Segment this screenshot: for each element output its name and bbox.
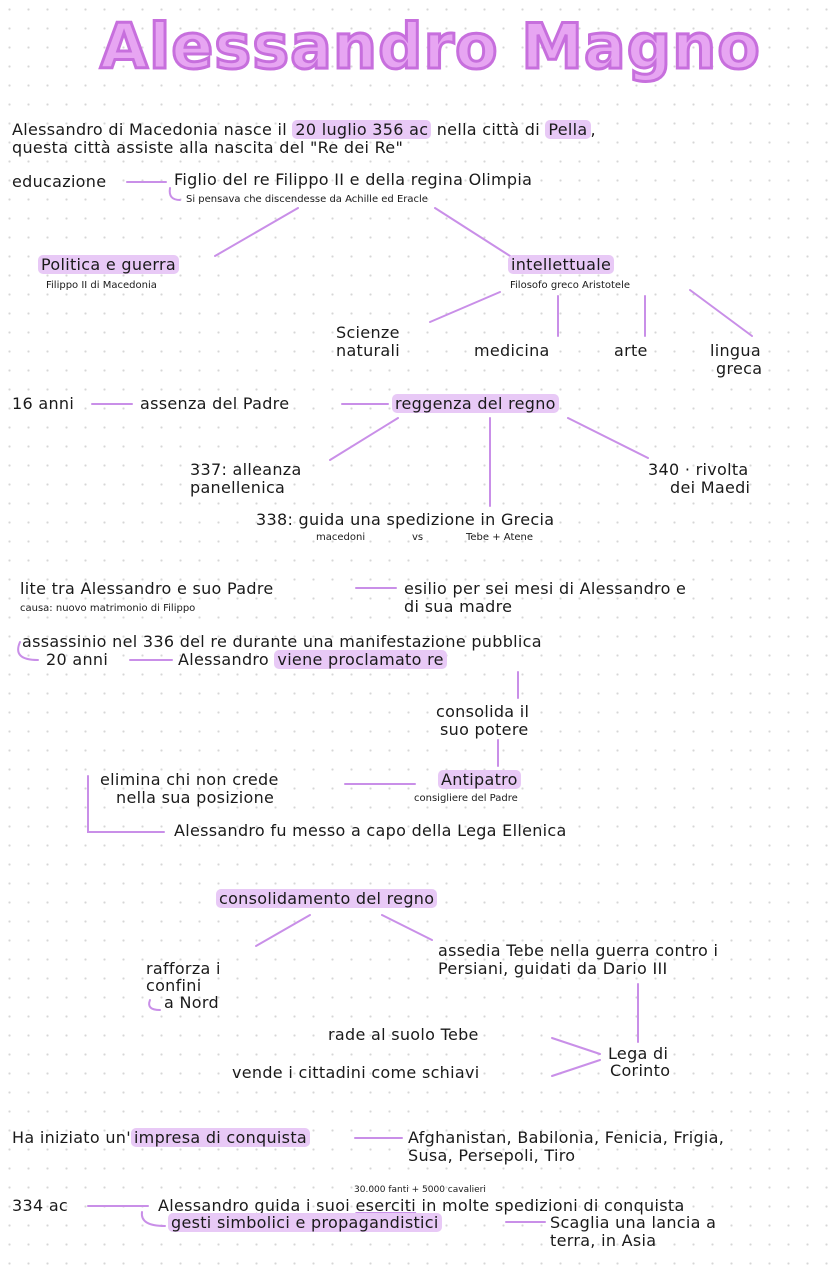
esilio-line-2: di sua madre — [404, 597, 513, 616]
assedia-2: Persiani, guidati da Dario III — [438, 959, 668, 978]
antipatro-note: consigliere del Padre — [414, 793, 518, 804]
vs-macedoni: macedoni — [316, 532, 366, 543]
branch-greca: greca — [716, 359, 763, 378]
politica-note: Filippo II di Macedonia — [46, 280, 157, 291]
intro-text: nella città di — [436, 120, 540, 139]
branch-lingua: lingua — [710, 341, 761, 360]
politica-label: Politica e guerra — [38, 255, 180, 274]
consolidamento-label: consolidamento del regno — [216, 889, 438, 908]
birth-city-highlight: Pella — [545, 120, 591, 139]
assedia-1: assedia Tebe nella guerra contro i — [438, 941, 719, 960]
year-334: 334 ac — [12, 1196, 69, 1215]
lega-corinto-2: Corinto — [610, 1061, 671, 1080]
reggenza-label: reggenza del regno — [392, 394, 559, 413]
elimina-2: nella sua posizione — [116, 788, 275, 807]
eserciti-underlined: eserciti — [355, 1196, 417, 1215]
age-16: 16 anni — [12, 394, 75, 413]
event-337-a: 337: alleanza — [190, 460, 302, 479]
lega-corinto-1: Lega di — [608, 1044, 669, 1063]
elimina-1: elimina chi non crede — [100, 770, 279, 789]
assassinio-label: assassinio nel 336 del re durante una ma… — [22, 632, 542, 651]
assenza-padre: assenza del Padre — [140, 394, 290, 413]
lancia-1: Scaglia una lancia a — [550, 1213, 717, 1232]
branch-naturali: naturali — [336, 341, 401, 360]
consolida-1: consolida il — [436, 702, 530, 721]
luoghi-1: Afghanistan, Babilonia, Fenicia, Frigia, — [408, 1128, 725, 1147]
vs-tebe-atene: Tebe + Atene — [466, 532, 534, 543]
guida-c: in molte spedizioni di conquista — [421, 1196, 685, 1215]
branch-medicina: medicina — [474, 341, 550, 360]
event-337-b: panellenica — [190, 478, 286, 497]
educazione-label: educazione — [12, 172, 107, 191]
event-340-b: dei Maedi — [670, 478, 751, 497]
guida-a: Alessandro guida i suoi — [158, 1196, 351, 1215]
figlio-text: Figlio del re Filippo II e della regina … — [174, 170, 533, 189]
discendenza-note: Si pensava che discendesse da Achille ed… — [186, 194, 428, 205]
conquista-highlight: impresa di conquista — [130, 1128, 310, 1147]
truppe-note: 30.000 fanti + 5000 cavalieri — [354, 1185, 486, 1195]
lancia-2: terra, in Asia — [550, 1231, 657, 1250]
proclamato-highlight: viene proclamato re — [274, 650, 447, 669]
comma: , — [590, 120, 596, 139]
antipatro-label: Antipatro — [438, 770, 521, 789]
intellettuale-note: Filosofo greco Aristotele — [510, 280, 631, 291]
intro-text: Alessandro di Macedonia nasce il — [12, 120, 287, 139]
age-20: 20 anni — [46, 650, 109, 669]
lega-ellenica: Alessandro fu messo a capo della Lega El… — [174, 821, 567, 840]
event-340-a: 340 · rivolta — [648, 460, 749, 479]
vende-cittadini: vende i cittadini come schiavi — [232, 1063, 480, 1082]
proclamato-a: Alessandro — [178, 650, 270, 669]
vs-label: vs — [412, 532, 424, 543]
esilio-line-1: esilio per sei mesi di Alessandro e — [404, 579, 687, 598]
rafforza-1: rafforza i — [146, 959, 221, 978]
intellettuale-label: intellettuale — [508, 255, 615, 274]
consolida-2: suo potere — [440, 720, 529, 739]
conquista-intro: Ha iniziato un' — [12, 1128, 131, 1147]
branch-scienze: Scienze — [336, 323, 400, 342]
lite-label: lite tra Alessandro e suo Padre — [20, 579, 274, 598]
rafforza-2: confini — [146, 976, 202, 995]
rafforza-3: a Nord — [164, 993, 219, 1012]
rade-tebe: rade al suolo Tebe — [328, 1025, 479, 1044]
event-338: 338: guida una spedizione in Grecia — [256, 510, 555, 529]
branch-arte: arte — [614, 341, 648, 360]
page-title: Alessandro Magno — [99, 9, 762, 85]
intro-line-2: questa città assiste alla nascita del "R… — [12, 138, 404, 157]
gesti-highlight: gesti simbolici e propagandistici — [168, 1213, 442, 1232]
lite-causa: causa: nuovo matrimonio di Filippo — [20, 603, 196, 614]
intro-line-1: Alessandro di Macedonia nasce il 20 lugl… — [12, 120, 596, 139]
luoghi-2: Susa, Persepoli, Tiro — [408, 1146, 576, 1165]
birth-date-highlight: 20 luglio 356 ac — [292, 120, 432, 139]
